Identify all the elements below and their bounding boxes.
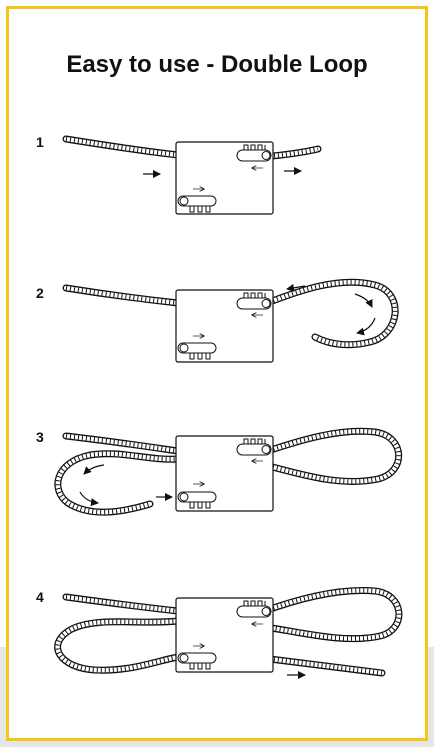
step-3-illustration [54, 427, 403, 516]
arrows [143, 167, 302, 178]
step-1-number: 1 [36, 134, 44, 150]
connector-body [175, 141, 274, 215]
step-4-number: 4 [36, 589, 44, 605]
title-bold: Easy to use [66, 51, 200, 78]
connector-body [175, 597, 274, 673]
title-rest: - Double Loop [199, 51, 368, 78]
step-2-number: 2 [36, 285, 44, 301]
page-title: Easy to use - Double Loop [0, 50, 434, 80]
step-3-number: 3 [36, 429, 44, 445]
arrows [79, 464, 173, 507]
step-4-illustration [54, 586, 403, 679]
connector-body [175, 435, 274, 512]
arrows [286, 283, 376, 336]
connector-body [175, 289, 274, 363]
step-2-illustration [62, 278, 399, 363]
rope [62, 278, 399, 349]
step-1-illustration [62, 135, 322, 215]
